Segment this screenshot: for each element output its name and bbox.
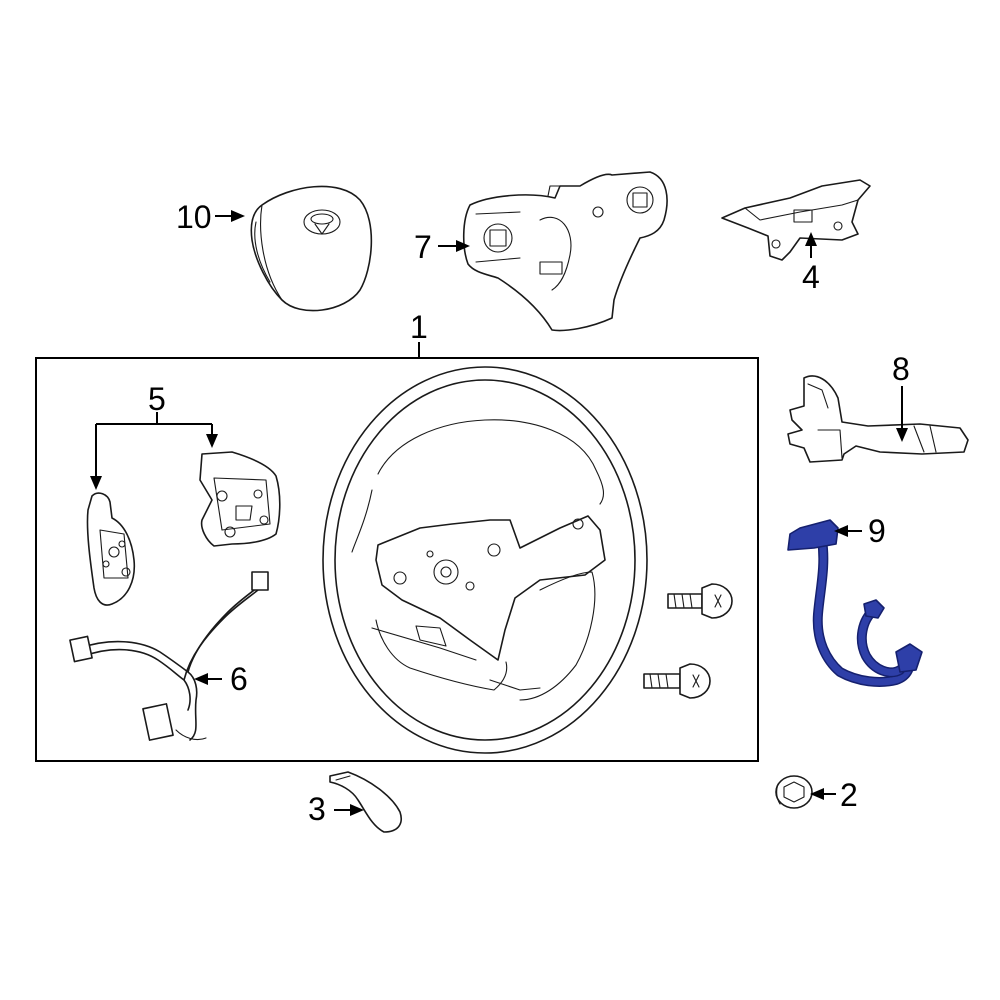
callout-3: 3	[308, 791, 364, 827]
callout-5-label: 5	[148, 381, 166, 417]
part-6-wire-harness[interactable]	[69, 571, 269, 741]
bolt-upper[interactable]	[667, 583, 733, 619]
callout-8: 8	[892, 351, 910, 442]
part-7-wheel-cover[interactable]	[462, 171, 668, 332]
callout-4-label: 4	[802, 259, 820, 295]
callout-2-label: 2	[840, 777, 858, 813]
callout-7-label: 7	[414, 229, 432, 265]
callout-2: 2	[810, 777, 858, 813]
part-5-switch-right[interactable]	[199, 451, 281, 547]
callout-3-label: 3	[308, 791, 326, 827]
callout-1-label: 1	[410, 309, 428, 345]
callout-6: 6	[194, 661, 248, 697]
callout-8-label: 8	[892, 351, 910, 387]
callout-9: 9	[834, 513, 886, 549]
part-3-cover[interactable]	[329, 771, 402, 833]
callout-1: 1	[410, 309, 428, 358]
callout-7: 7	[414, 229, 470, 265]
callout-10: 10	[176, 199, 245, 235]
bolt-lower[interactable]	[643, 663, 711, 699]
callout-5: 5	[90, 381, 218, 490]
assembly-box	[35, 357, 759, 762]
callout-10-label: 10	[176, 199, 212, 235]
callout-6-label: 6	[230, 661, 248, 697]
part-2-nut[interactable]	[775, 775, 813, 809]
part-4-bracket[interactable]	[721, 179, 871, 261]
part-1-steering-wheel[interactable]	[322, 366, 648, 754]
part-10-airbag[interactable]	[250, 185, 373, 312]
part-5-switch-left[interactable]	[86, 492, 136, 606]
callout-9-label: 9	[868, 513, 886, 549]
part-9-highlighted-harness[interactable]	[787, 519, 923, 687]
part-8-combination-switch[interactable]	[787, 375, 969, 463]
callout-4: 4	[802, 232, 820, 295]
